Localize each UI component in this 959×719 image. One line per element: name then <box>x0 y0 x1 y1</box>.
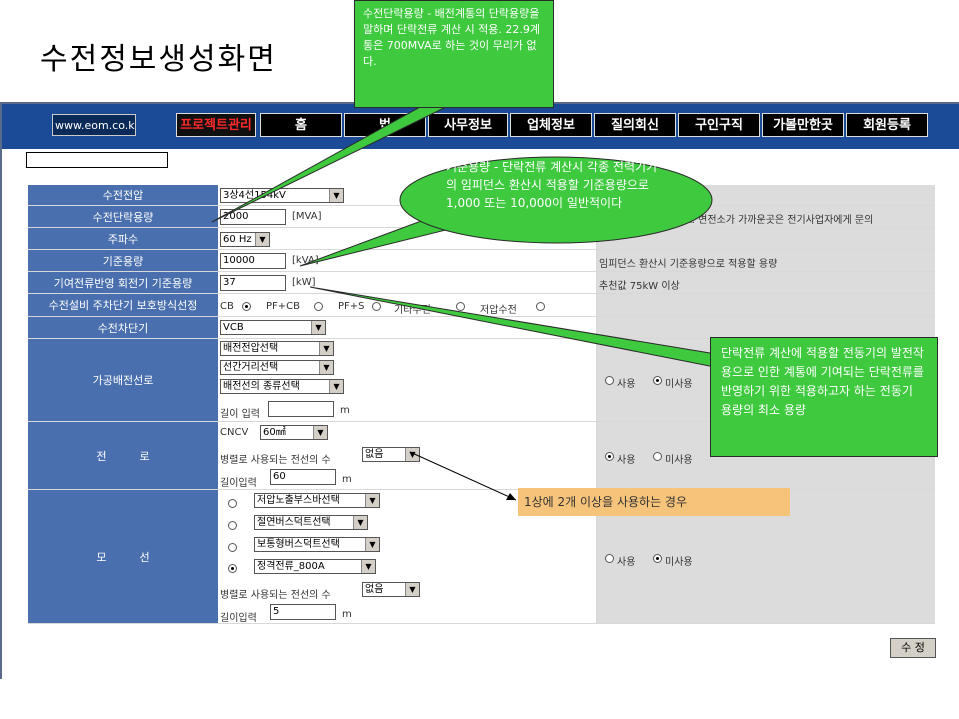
label-voltage: 수전전압 <box>28 185 218 206</box>
overhead-length-label: 길이 입력 <box>220 409 260 420</box>
cable-use-radio[interactable] <box>605 452 614 461</box>
label-protection: 수전설비 주차단기 보호방식선정 <box>28 294 218 317</box>
callout-base-capacity: 기준용량 - 단락전류 계산시 각종 전력기기의 임피던스 환산시 적용할 기준… <box>446 160 658 210</box>
frequency-select[interactable]: 60 Hz▼ <box>220 232 270 247</box>
label-short-circuit: 수전단락용량 <box>28 206 218 228</box>
callout-parallel: 1상에 2개 이상을 사용하는 경우 <box>518 488 790 516</box>
overhead-type-select[interactable]: 배전선의 종류선택▼ <box>220 379 344 394</box>
label-breaker: 수전차단기 <box>28 317 218 339</box>
unit-kw: [kW] <box>292 277 316 288</box>
chevron-down-icon: ▼ <box>365 538 379 551</box>
busway-length-input[interactable]: 5 <box>270 604 336 620</box>
cell-base-capacity: 10000 [kVA] <box>218 250 596 272</box>
label-busway: 모 선 <box>28 490 218 624</box>
cell-motor: 37 [kW] <box>218 272 596 294</box>
overhead-distance-select[interactable]: 선간거리선택▼ <box>220 360 334 375</box>
label-overhead-line: 가공배전선로 <box>28 339 218 422</box>
busway-radio-2[interactable] <box>228 521 237 530</box>
label-cable: 전 로 <box>28 422 218 490</box>
unit-mva: [MVA] <box>292 211 322 222</box>
overhead-use-radio[interactable] <box>605 376 614 385</box>
nav-project[interactable]: 프로젝트관리 <box>176 113 256 137</box>
chevron-down-icon: ▼ <box>405 583 419 596</box>
busway-select-2[interactable]: 절연버스덕트선택▼ <box>254 515 368 530</box>
callout-base-capacity-shape <box>399 156 713 244</box>
site-logo[interactable]: www.eom.co.kr <box>52 114 136 136</box>
label-base-capacity: 기준용량 <box>28 250 218 272</box>
note-frequency <box>597 228 935 250</box>
chevron-down-icon: ▼ <box>405 448 419 461</box>
chevron-down-icon: ▼ <box>329 189 343 202</box>
cable-size-select[interactable]: 60㎟▼ <box>260 425 328 440</box>
page-title: 수전정보생성화면 <box>40 42 277 77</box>
radio-etc[interactable] <box>456 302 465 311</box>
busway-select-3[interactable]: 보통형버스덕트선택▼ <box>254 537 380 552</box>
busway-nouse-radio[interactable] <box>653 554 662 563</box>
callout-short-circuit: 수전단락용량 - 배전계통의 단락용량을 말하며 단락전류 계산 시 적용. 2… <box>354 0 554 108</box>
chevron-down-icon: ▼ <box>313 426 327 439</box>
radio-pf-cb[interactable] <box>314 302 323 311</box>
radio-low-voltage[interactable] <box>536 302 545 311</box>
cell-cable: CNCV 60㎟▼ 병렬로 사용되는 전선의 수 없음▼ 길이입력 60 m <box>218 422 596 490</box>
note-protection <box>597 294 935 317</box>
note-base-capacity: 임피던스 환산시 기준용량으로 적용할 용량 <box>597 250 935 272</box>
busway-radio-3[interactable] <box>228 543 237 552</box>
label-motor: 기여전류반영 회전기 기준용량 <box>28 272 218 294</box>
radio-pf-s[interactable] <box>372 302 381 311</box>
breaker-select[interactable]: VCB▼ <box>220 320 326 335</box>
busway-select-4[interactable]: 정격전류_800A▼ <box>254 559 376 574</box>
motor-input[interactable]: 37 <box>220 275 286 291</box>
nav-jobs[interactable]: 구인구직 <box>678 113 760 137</box>
nav-home[interactable]: 홈 <box>260 113 342 137</box>
cable-parallel-select[interactable]: 없음▼ <box>362 447 420 462</box>
cable-length-input[interactable]: 60 <box>270 469 336 485</box>
connector-line <box>409 451 517 501</box>
cable-nouse-radio[interactable] <box>653 452 662 461</box>
voltage-select[interactable]: 3상4선154kV▼ <box>220 188 344 203</box>
nav-office-info[interactable]: 사무정보 <box>428 113 508 137</box>
chevron-down-icon: ▼ <box>353 516 367 529</box>
nav-company-info[interactable]: 업체정보 <box>510 113 592 137</box>
chevron-down-icon: ▼ <box>329 380 343 393</box>
chevron-down-icon: ▼ <box>319 361 333 374</box>
chevron-down-icon: ▼ <box>311 321 325 334</box>
callout-motor: 단락전류 계산에 적용할 전동기의 발전작용으로 인한 계통에 기여되는 단락전… <box>710 337 938 457</box>
radio-cb[interactable] <box>242 302 251 311</box>
base-capacity-input[interactable]: 10000 <box>220 253 286 269</box>
busway-radio-1[interactable] <box>228 499 237 508</box>
cell-overhead-line: 배전전압선택▼ 선간거리선택▼ 배전선의 종류선택▼ 길이 입력 m <box>218 339 596 422</box>
nav-qna[interactable]: 질의회신 <box>594 113 676 137</box>
chevron-down-icon: ▼ <box>319 342 333 355</box>
label-frequency: 주파수 <box>28 228 218 250</box>
overhead-nouse-radio[interactable] <box>653 376 662 385</box>
nav-register[interactable]: 회원등록 <box>846 113 928 137</box>
unit-kva: [kVA] <box>292 255 319 266</box>
nav-places[interactable]: 가볼만한곳 <box>762 113 844 137</box>
arrow-icon <box>506 493 516 500</box>
busway-select-1[interactable]: 저압노출부스바선택▼ <box>254 493 380 508</box>
chevron-down-icon: ▼ <box>255 233 269 246</box>
chevron-down-icon: ▼ <box>365 494 379 507</box>
busway-use-radio[interactable] <box>605 554 614 563</box>
chevron-down-icon: ▼ <box>361 560 375 573</box>
overhead-length-input[interactable] <box>268 401 334 417</box>
busway-radio-4[interactable] <box>228 564 237 573</box>
callout-pointer-motor <box>309 286 742 373</box>
busway-parallel-select[interactable]: 없음▼ <box>362 582 420 597</box>
overhead-voltage-select[interactable]: 배전전압선택▼ <box>220 341 334 356</box>
info-box <box>26 152 168 168</box>
save-button[interactable]: 수 정 <box>890 638 936 658</box>
note-motor: 추천값 75kW 이상 <box>597 272 935 294</box>
